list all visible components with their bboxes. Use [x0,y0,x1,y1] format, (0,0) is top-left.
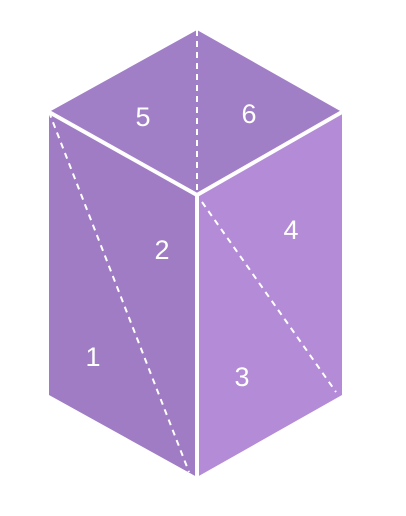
front-edge-top-right [196,110,343,197]
label-1: 1 [85,342,100,372]
label-2: 2 [154,235,169,265]
right-face-diagonal [201,201,337,393]
left-face-diagonal [48,111,190,473]
label-5: 5 [135,102,150,132]
front-edge-top-left [48,110,198,197]
label-4: 4 [283,215,298,245]
right-face [197,112,342,477]
label-3: 3 [234,362,249,392]
left-face [49,112,197,477]
label-6: 6 [241,99,256,129]
